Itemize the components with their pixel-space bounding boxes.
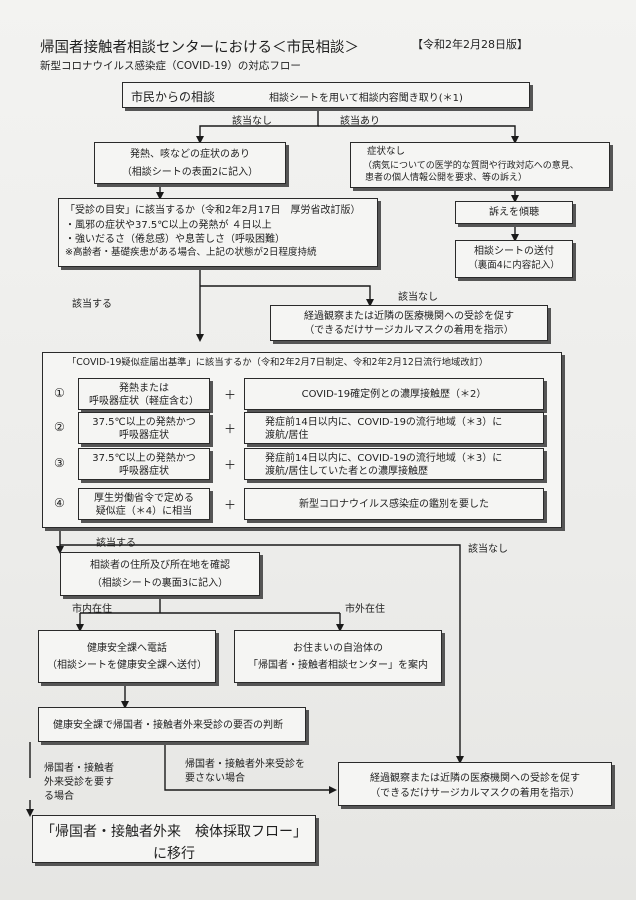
line-criteria2-no: [59, 528, 461, 747]
observe1-box: 経過観察または近隣の医療機関への受診を促す （できるだけサージカルマスクの着用を…: [270, 305, 548, 341]
listen-label: 訴えを傾聴: [489, 207, 539, 218]
criteria-row-number: ②: [54, 420, 65, 434]
criteria-row-plus: ＋: [224, 498, 237, 512]
criteria-row-right-line1: 新型コロナウイルス感染症の鑑別を要した: [299, 499, 489, 510]
address-box: 相談者の住所及び所在地を確認 （相談シートの裏面3に記入）: [60, 552, 260, 596]
criteria1-line1: 「受診の目安」に該当するか（令和2年2月17日 厚労省改訂版）: [65, 205, 361, 216]
criteria-row-left-line2: 疑似症（＊4）に相当: [95, 506, 193, 517]
start-main: 市民からの相談: [131, 90, 216, 104]
final-line1: 「帰国者・接触者外来 検体採取フロー」: [41, 824, 307, 840]
branch4-in-city-label: 市内在住: [72, 604, 112, 615]
final-box: 「帰国者・接触者外来 検体採取フロー」 に移行: [32, 815, 316, 863]
arrow-to-observe1: [200, 285, 374, 307]
criteria1-box: 「受診の目安」に該当するか（令和2年2月17日 厚労省改訂版） ・風邪の症状や3…: [58, 198, 378, 267]
address-line1: 相談者の住所及び所在地を確認: [90, 560, 230, 571]
criteria-row-plus: ＋: [224, 388, 237, 402]
observe2-box: 経過観察または近隣の医療機関への受診を促す （できるだけサージカルマスクの着用を…: [338, 762, 612, 806]
criteria-row-left-box: 37.5℃以上の発熱かつ呼吸器症状: [78, 412, 210, 444]
criteria-row-right-line1: 発症前14日以内に、COVID-19の流行地域（＊3）に: [265, 453, 503, 464]
version-label: 【令和2年2月28日版】: [412, 38, 528, 51]
listen-box: 訴えを傾聴: [455, 201, 573, 224]
criteria-row-left-line2: 呼吸器症状（軽症含む）: [89, 396, 199, 407]
branch4-out-city-label: 市外在住: [345, 604, 385, 615]
criteria-row-left-line2: 呼吸器症状: [119, 466, 169, 477]
other-city-line1: お住まいの自治体の: [293, 643, 383, 654]
criteria-row-right-line1: COVID-19確定例との濃厚接触歴（＊2）: [301, 389, 487, 400]
health-call-box: 健康安全課へ電話 （相談シートを健康安全課へ送付）: [38, 630, 216, 683]
arrow-to-observe2: [164, 742, 337, 794]
criteria-row-number: ④: [54, 496, 65, 510]
health-call-line2: （相談シートを健康安全課へ送付）: [47, 660, 207, 671]
criteria-row-right-box: COVID-19確定例との濃厚接触歴（＊2）: [244, 378, 544, 410]
start-box: 市民からの相談 相談シートを用いて相談内容聞き取り(＊1): [122, 82, 530, 108]
arrow-start-to-symptom-yes: [196, 108, 319, 144]
judge-box: 健康安全課で帰国者・接触者外来受診の要否の判断: [38, 707, 306, 742]
criteria-row-left-line1: 37.5℃以上の発熱かつ: [92, 453, 196, 464]
arrow-start-to-symptom-no: [318, 125, 519, 144]
observe1-line1: 経過観察または近隣の医療機関への受診を促す: [304, 311, 514, 322]
criteria-row-left-box: 厚生労働省令で定める疑似症（＊4）に相当: [78, 488, 210, 520]
branch2-yes-label: 該当する: [72, 299, 112, 310]
criteria-row-right-line2: 渡航/居住していた者との濃厚接触歴: [265, 466, 428, 477]
criteria-row-right-box: 発症前14日以内に、COVID-19の流行地域（＊3）に渡航/居住していた者との…: [244, 448, 544, 480]
branch5-noneed-line1: 帰国者・接触者外来受診を: [185, 759, 305, 770]
criteria-row-plus: ＋: [224, 458, 237, 472]
symptom-no-line3: 患者の個人情報公開を要求、等の訴え）: [365, 173, 528, 183]
address-line2: （相談シートの裏面3に記入）: [91, 578, 229, 589]
criteria1-line2: ・風邪の症状や37.5℃以上の発熱が ４日以上: [65, 220, 272, 231]
branch5-noneed-line2: 要さない場合: [185, 773, 245, 784]
branch5-need-line1: 帰国者・接触者: [44, 763, 114, 774]
start-sub: 相談シートを用いて相談内容聞き取り(＊1): [269, 93, 463, 104]
send-sheet-line2: （裏面4に内容記入）: [468, 260, 560, 271]
branch3-no-label: 該当なし: [468, 544, 508, 555]
symptom-yes-line1: 発熱、咳などの症状のあり: [130, 149, 250, 160]
send-sheet-line1: 相談シートの送付: [474, 246, 554, 257]
observe2-line2: （できるだけサージカルマスクの着用を指示）: [370, 788, 580, 799]
criteria1-line4: ※高齢者・基礎疾患がある場合、上記の状態が2日程度持続: [65, 247, 317, 258]
symptom-no-line1: 症状なし: [367, 146, 406, 157]
branch5-need-line2: 外来受診を要す: [44, 777, 114, 788]
observe1-line2: （できるだけサージカルマスクの着用を指示）: [304, 325, 514, 336]
criteria-row-left-line2: 呼吸器症状: [119, 430, 169, 441]
health-call-line1: 健康安全課へ電話: [87, 643, 167, 654]
other-city-box: お住まいの自治体の 「帰国者・接触者相談センター」を案内: [234, 630, 442, 683]
criteria1-line3: ・強いだるさ（倦怠感）や息苦しさ（呼吸困難）: [65, 234, 285, 245]
criteria-row-left-line1: 37.5℃以上の発熱かつ: [92, 417, 196, 428]
criteria2-title: 「COVID-19疑似症届出基準」に該当するか（令和2年2月7日制定、令和2年2…: [67, 357, 489, 368]
criteria-row-left-line1: 厚生労働省令で定める: [94, 493, 194, 504]
criteria-row-plus: ＋: [224, 422, 237, 436]
symptom-no-box: 症状なし （病気についての医学的な質問や行政対応への意見、 患者の個人情報公開を…: [350, 142, 610, 188]
page-subtitle: 新型コロナウイルス感染症（COVID-19）の対応フロー: [40, 60, 301, 72]
observe2-line1: 経過観察または近隣の医療機関への受診を促す: [370, 773, 580, 784]
branch1-right-label: 該当あり: [340, 116, 380, 127]
criteria-row-right-box: 発症前14日以内に、COVID-19の流行地域（＊3）に渡航/居住: [244, 412, 544, 444]
judge-label: 健康安全課で帰国者・接触者外来受診の要否の判断: [53, 720, 283, 731]
branch5-need-line3: る場合: [44, 791, 74, 802]
criteria-row-number: ③: [54, 456, 65, 470]
criteria-row-number: ①: [54, 386, 65, 400]
branch3-yes-label: 該当する: [96, 538, 136, 549]
criteria-row-left-box: 37.5℃以上の発熱かつ呼吸器症状: [78, 448, 210, 480]
criteria-row-left-line1: 発熱または: [119, 383, 169, 394]
branch1-left-label: 該当なし: [232, 116, 272, 127]
criteria-row-left-box: 発熱または呼吸器症状（軽症含む）: [78, 378, 210, 410]
page-title: 帰国者接触者相談センターにおける＜市民相談＞: [40, 40, 359, 56]
criteria-row-right-box: 新型コロナウイルス感染症の鑑別を要した: [244, 488, 544, 520]
symptom-no-line2: （病気についての医学的な質問や行政対応への意見、: [363, 160, 579, 171]
symptom-yes-line2: （相談シートの表面2に記入）: [121, 167, 259, 178]
other-city-line2: 「帰国者・接触者相談センター」を案内: [248, 660, 428, 671]
symptom-yes-box: 発熱、咳などの症状のあり （相談シートの表面2に記入）: [94, 142, 286, 184]
final-line2: に移行: [153, 846, 195, 862]
branch2-no-label: 該当なし: [398, 292, 438, 303]
criteria-row-right-line2: 渡航/居住: [265, 430, 309, 441]
send-sheet-box: 相談シートの送付 （裏面4に内容記入）: [455, 240, 573, 278]
criteria-row-right-line1: 発症前14日以内に、COVID-19の流行地域（＊3）に: [265, 417, 503, 428]
